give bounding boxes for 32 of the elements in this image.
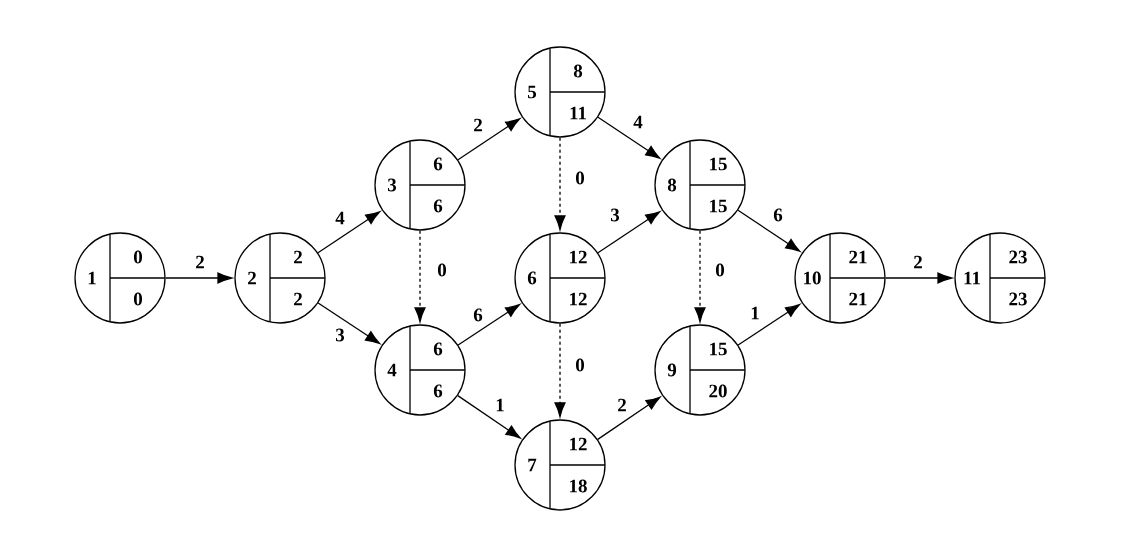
edge-label: 2: [912, 254, 924, 270]
edge-label: 6: [772, 207, 784, 223]
edge-label: 1: [494, 397, 506, 413]
arrow: [457, 304, 521, 346]
arrow: [737, 304, 801, 346]
arrow: [317, 211, 381, 254]
arrow: [554, 323, 566, 418]
arrow: [885, 272, 953, 284]
edge-label: 4: [334, 210, 346, 226]
edge-label: 2: [472, 117, 484, 133]
arrow: [317, 302, 381, 345]
edge-label: 0: [574, 357, 586, 373]
edge-label: 4: [632, 114, 644, 130]
edge-label: 1: [749, 305, 761, 321]
arrow: [414, 230, 426, 323]
arrow: [165, 272, 233, 284]
arrow: [694, 230, 706, 323]
arrow: [597, 396, 661, 440]
edge-label: 2: [194, 254, 206, 270]
edge-label: 6: [472, 307, 484, 323]
edge-label: 3: [334, 327, 346, 343]
arrow: [597, 116, 661, 159]
arrow: [597, 211, 661, 254]
arrow: [554, 137, 566, 231]
arrow: [457, 118, 521, 161]
edge-label: 3: [609, 207, 621, 223]
arrow: [737, 209, 801, 252]
arrow: [457, 395, 521, 439]
edge-label: 0: [436, 262, 448, 278]
edge-label: 0: [574, 170, 586, 186]
edge-label: 2: [616, 397, 628, 413]
edge-label: 0: [714, 262, 726, 278]
